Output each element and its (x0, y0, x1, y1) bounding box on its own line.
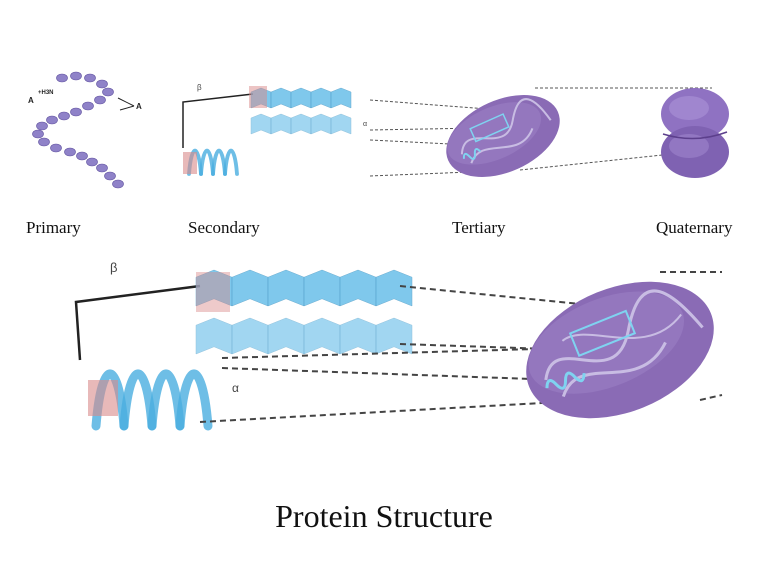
amino-acid-residue (56, 73, 68, 83)
projection-lines-top (369, 87, 712, 177)
amino-acid-residue (84, 73, 96, 83)
quaternary-structure (661, 88, 729, 178)
page-title: Protein Structure (275, 498, 493, 534)
primary-structure-diagram: A +H3N A (28, 71, 142, 189)
protein-subunits (661, 88, 729, 178)
label-quaternary: Quaternary (656, 218, 733, 237)
enlarged-structure-diagram: β α (74, 260, 723, 431)
helix-turn (223, 148, 239, 176)
tertiary-structure-small (446, 95, 560, 177)
secondary-structure-small: β α (182, 83, 367, 176)
beta-strand-segment (303, 317, 341, 355)
label-primary: Primary (26, 218, 81, 237)
connector-line-large (74, 284, 201, 361)
amino-acid-residue (36, 121, 48, 131)
helix-turn (119, 369, 157, 431)
beta-strand-segment (267, 317, 305, 355)
amino-acid-residue (50, 143, 62, 153)
alpha-label-small: α (363, 121, 367, 128)
amino-acid-residue (64, 147, 76, 157)
tertiary-globule-large (526, 281, 714, 419)
amino-acid-chain (32, 71, 124, 189)
amino-acid-residue (32, 129, 44, 139)
amino-group-label: +H3N (38, 90, 54, 96)
connector-line (182, 93, 254, 148)
label-secondary: Secondary (188, 218, 260, 237)
amino-acid-residue (104, 171, 116, 181)
beta-label-small: β (197, 83, 202, 92)
alpha-label-large: α (232, 381, 239, 395)
sheet-highlight (249, 86, 267, 108)
amino-acid-residue (86, 157, 98, 167)
amino-acid-residue (94, 95, 106, 105)
beta-strand-segment (231, 269, 269, 307)
amino-acid-residue (58, 111, 70, 121)
amino-acid-residue (96, 79, 108, 89)
beta-strand-segment (330, 113, 352, 135)
amino-acid-residue (38, 137, 50, 147)
amino-acid-residue (82, 101, 94, 111)
terminus-a-right: A (136, 102, 142, 111)
beta-strand-segment (375, 317, 413, 355)
helix-turn (175, 369, 213, 431)
beta-strand-segment (330, 87, 352, 109)
sheet-highlight-large (196, 272, 230, 312)
amino-acid-residue (76, 151, 88, 161)
beta-strand-segment (375, 269, 413, 307)
beta-label-large: β (110, 260, 117, 275)
globule (446, 95, 560, 177)
beta-strand-segment (339, 269, 377, 307)
helix-highlight (183, 152, 197, 174)
amino-acid-residue (102, 87, 114, 97)
helix-turn (147, 369, 185, 431)
beta-strand-segment (195, 317, 233, 355)
beta-strand-segment (231, 317, 269, 355)
beta-strand-segment (267, 269, 305, 307)
amino-acid-residue (112, 179, 124, 189)
beta-sheet-large (195, 269, 413, 355)
label-tertiary: Tertiary (452, 218, 506, 237)
beta-strand-segment (339, 317, 377, 355)
beta-strand-segment (303, 269, 341, 307)
amino-acid-residue (46, 115, 58, 125)
projection-lines-large (199, 271, 723, 423)
pointer-line (117, 97, 135, 107)
pointer-line (119, 105, 135, 111)
amino-acid-residue (70, 71, 82, 81)
amino-acid-residue (96, 163, 108, 173)
amino-acid-residue (70, 107, 82, 117)
helix-highlight-large (88, 380, 118, 416)
terminus-a-left: A (28, 96, 34, 105)
